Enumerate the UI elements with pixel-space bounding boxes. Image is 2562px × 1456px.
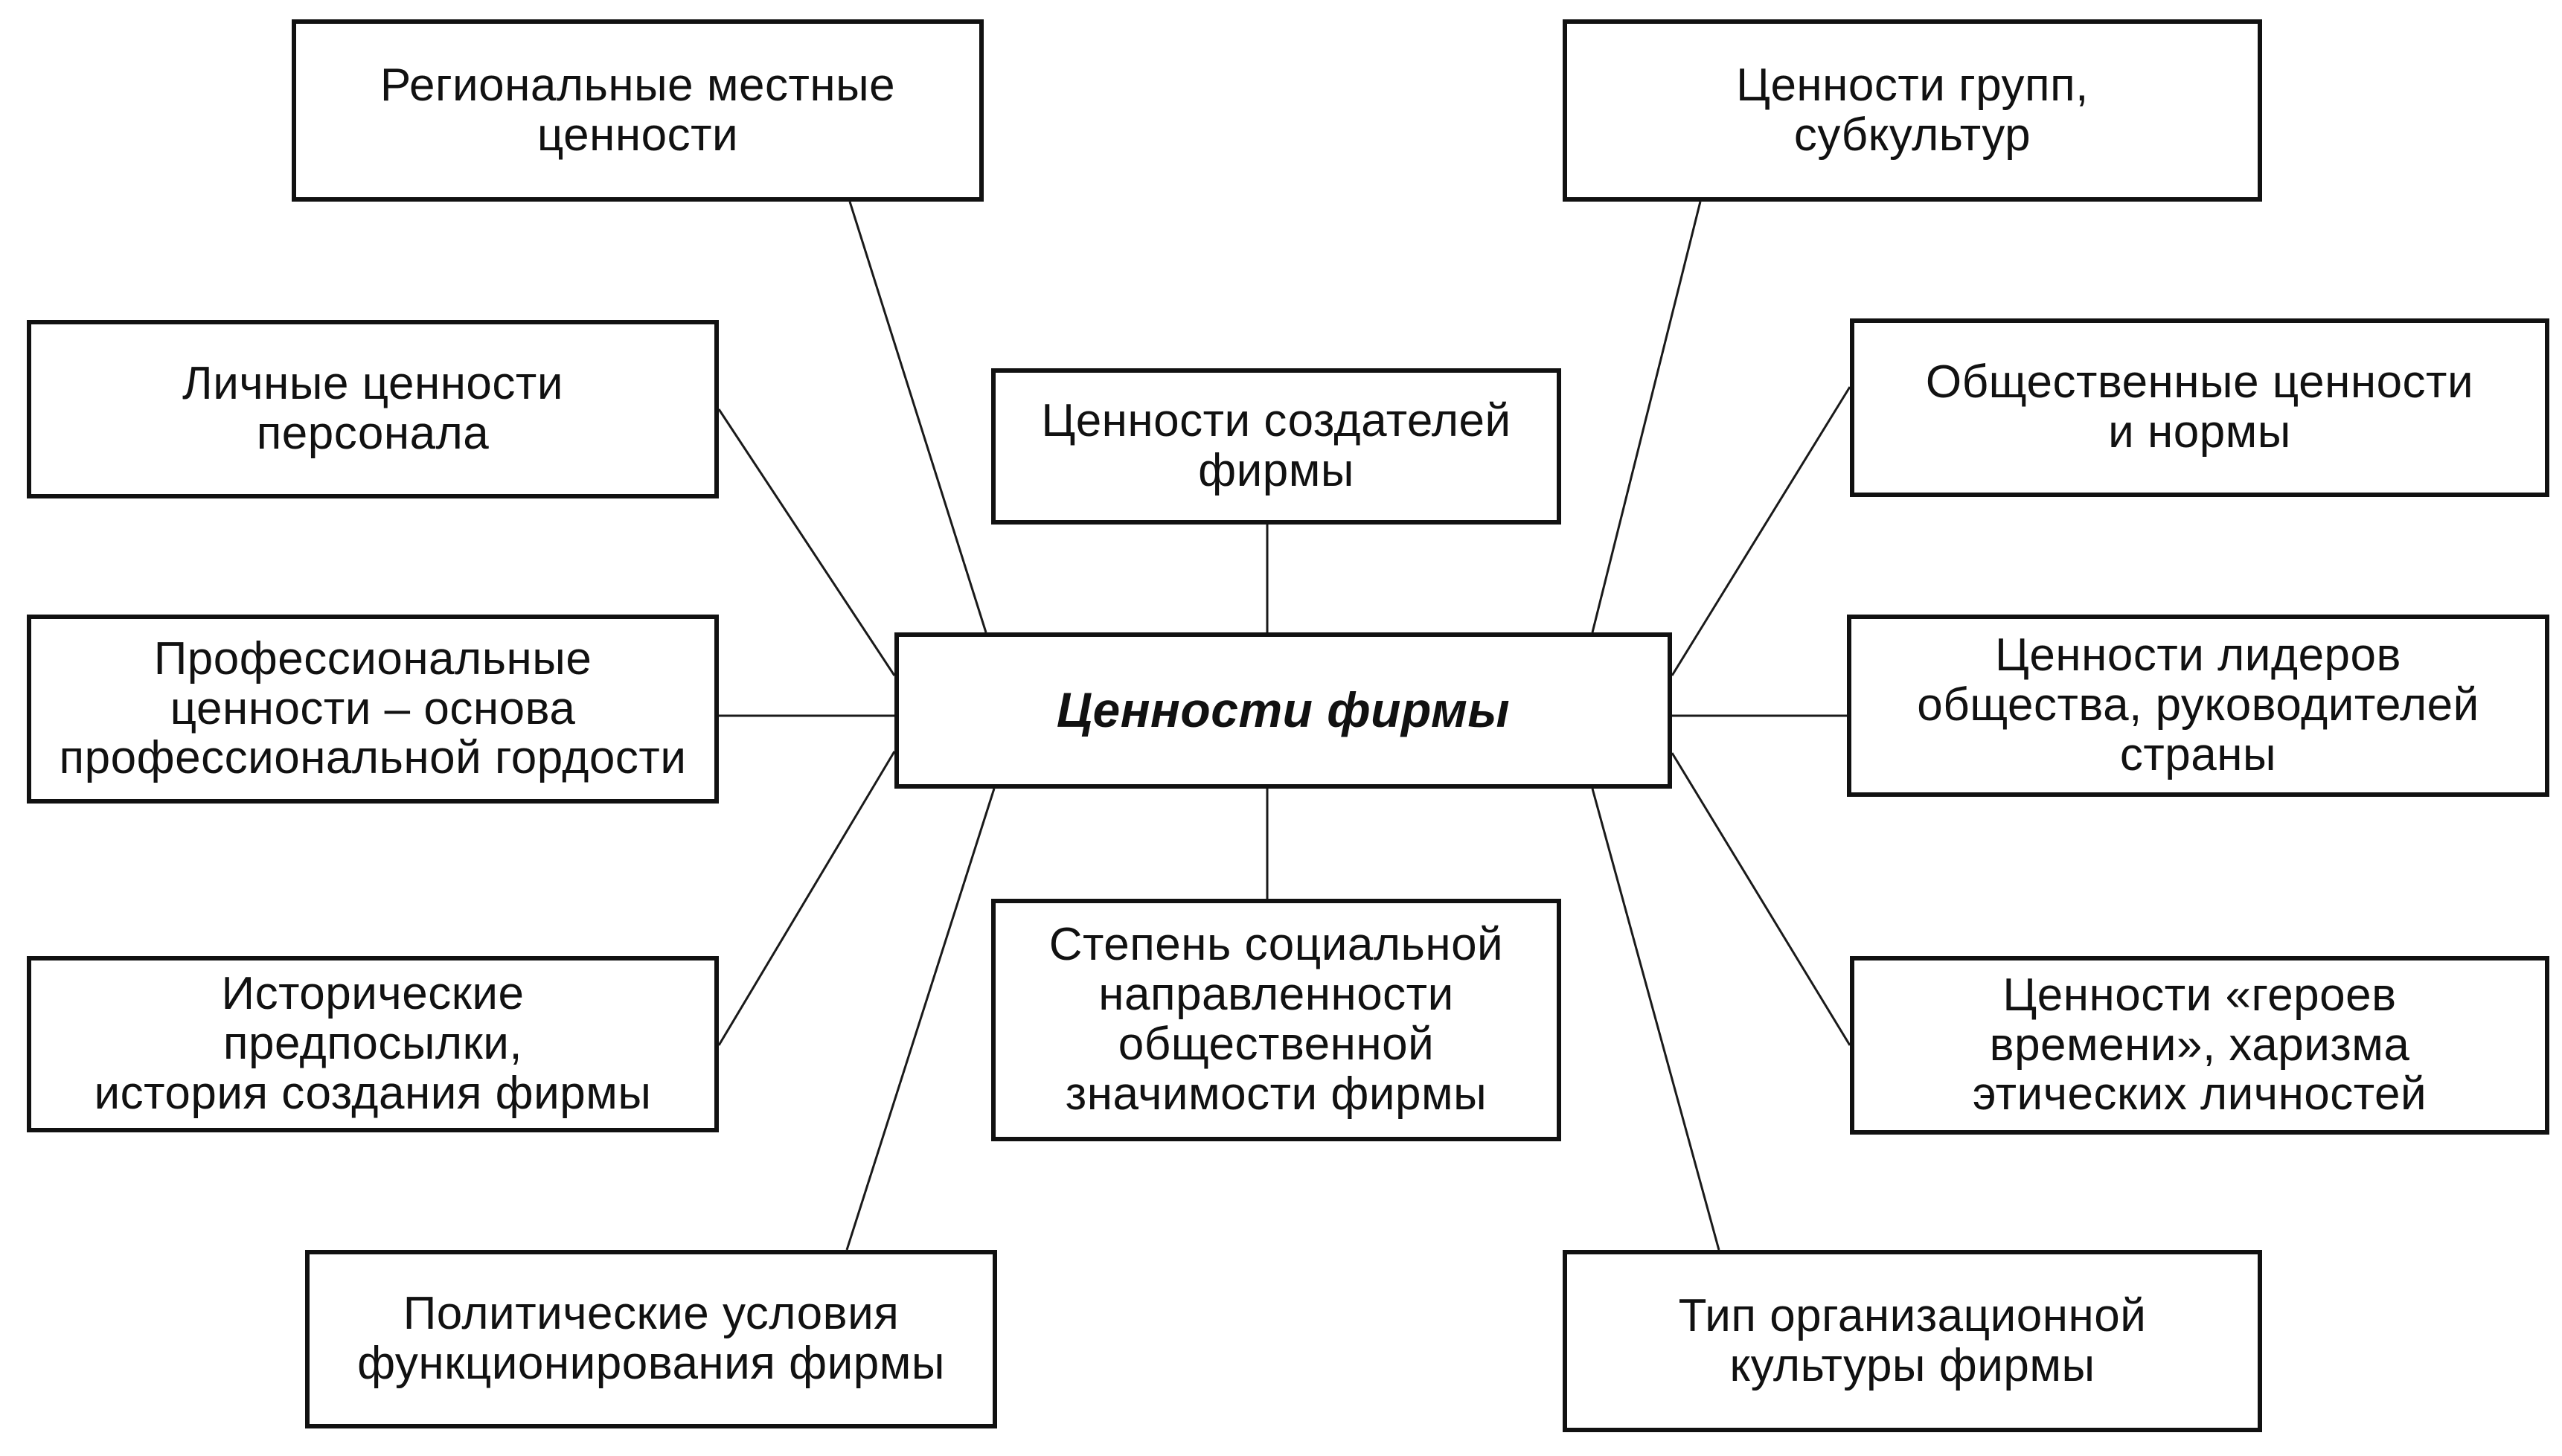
- node-social-orientation: Степень социальной направленности общест…: [991, 899, 1561, 1141]
- node-historical-background-label: Исторические предпосылки, история создан…: [94, 968, 652, 1119]
- node-professional-values: Профессиональные ценности – основа профе…: [27, 615, 719, 804]
- node-professional-values-label: Профессиональные ценности – основа профе…: [59, 632, 687, 784]
- node-founders-values-label: Ценности создателей фирмы: [1041, 395, 1511, 496]
- node-public-values-label: Общественные ценности и нормы: [1925, 356, 2474, 458]
- node-political-conditions: Политические условия функционирования фи…: [305, 1250, 997, 1428]
- node-regional-values: Региональные местные ценности: [292, 19, 984, 202]
- node-leaders-values: Ценности лидеров общества, руководителей…: [1847, 615, 2549, 797]
- node-personal-values: Личные ценности персонала: [27, 320, 719, 498]
- node-organizational-culture: Тип организационной культуры фирмы: [1563, 1250, 2262, 1432]
- edge-center-culture: [1591, 788, 1720, 1251]
- edge-center-public: [1671, 386, 1851, 676]
- node-personal-values-label: Личные ценности персонала: [182, 358, 563, 459]
- node-founders-values: Ценности создателей фирмы: [991, 368, 1561, 525]
- node-regional-values-label: Региональные местные ценности: [380, 59, 896, 161]
- node-company-values-center-label: Ценности фирмы: [1056, 682, 1511, 738]
- edge-center-personal: [717, 408, 896, 676]
- node-political-conditions-label: Политические условия функционирования фи…: [357, 1288, 945, 1389]
- edge-center-heroes: [1671, 752, 1851, 1046]
- node-historical-background: Исторические предпосылки, история создан…: [27, 956, 719, 1132]
- node-organizational-culture-label: Тип организационной культуры фирмы: [1678, 1289, 2147, 1391]
- node-public-values: Общественные ценности и нормы: [1850, 318, 2549, 497]
- node-company-values-center: Ценности фирмы: [894, 632, 1672, 789]
- node-heroes-values-label: Ценности «героев времени», харизма этиче…: [1972, 969, 2427, 1120]
- edge-center-political: [845, 788, 996, 1251]
- node-heroes-values: Ценности «героев времени», харизма этиче…: [1850, 956, 2549, 1135]
- node-leaders-values-label: Ценности лидеров общества, руководителей…: [1917, 629, 2479, 780]
- edge-center-regional: [848, 201, 987, 633]
- node-group-values-label: Ценности групп, субкультур: [1736, 59, 2089, 161]
- edge-center-historical: [717, 751, 896, 1046]
- edge-center-groups: [1591, 201, 1702, 633]
- node-group-values: Ценности групп, субкультур: [1563, 19, 2262, 202]
- node-social-orientation-label: Степень социальной направленности общест…: [1048, 919, 1504, 1120]
